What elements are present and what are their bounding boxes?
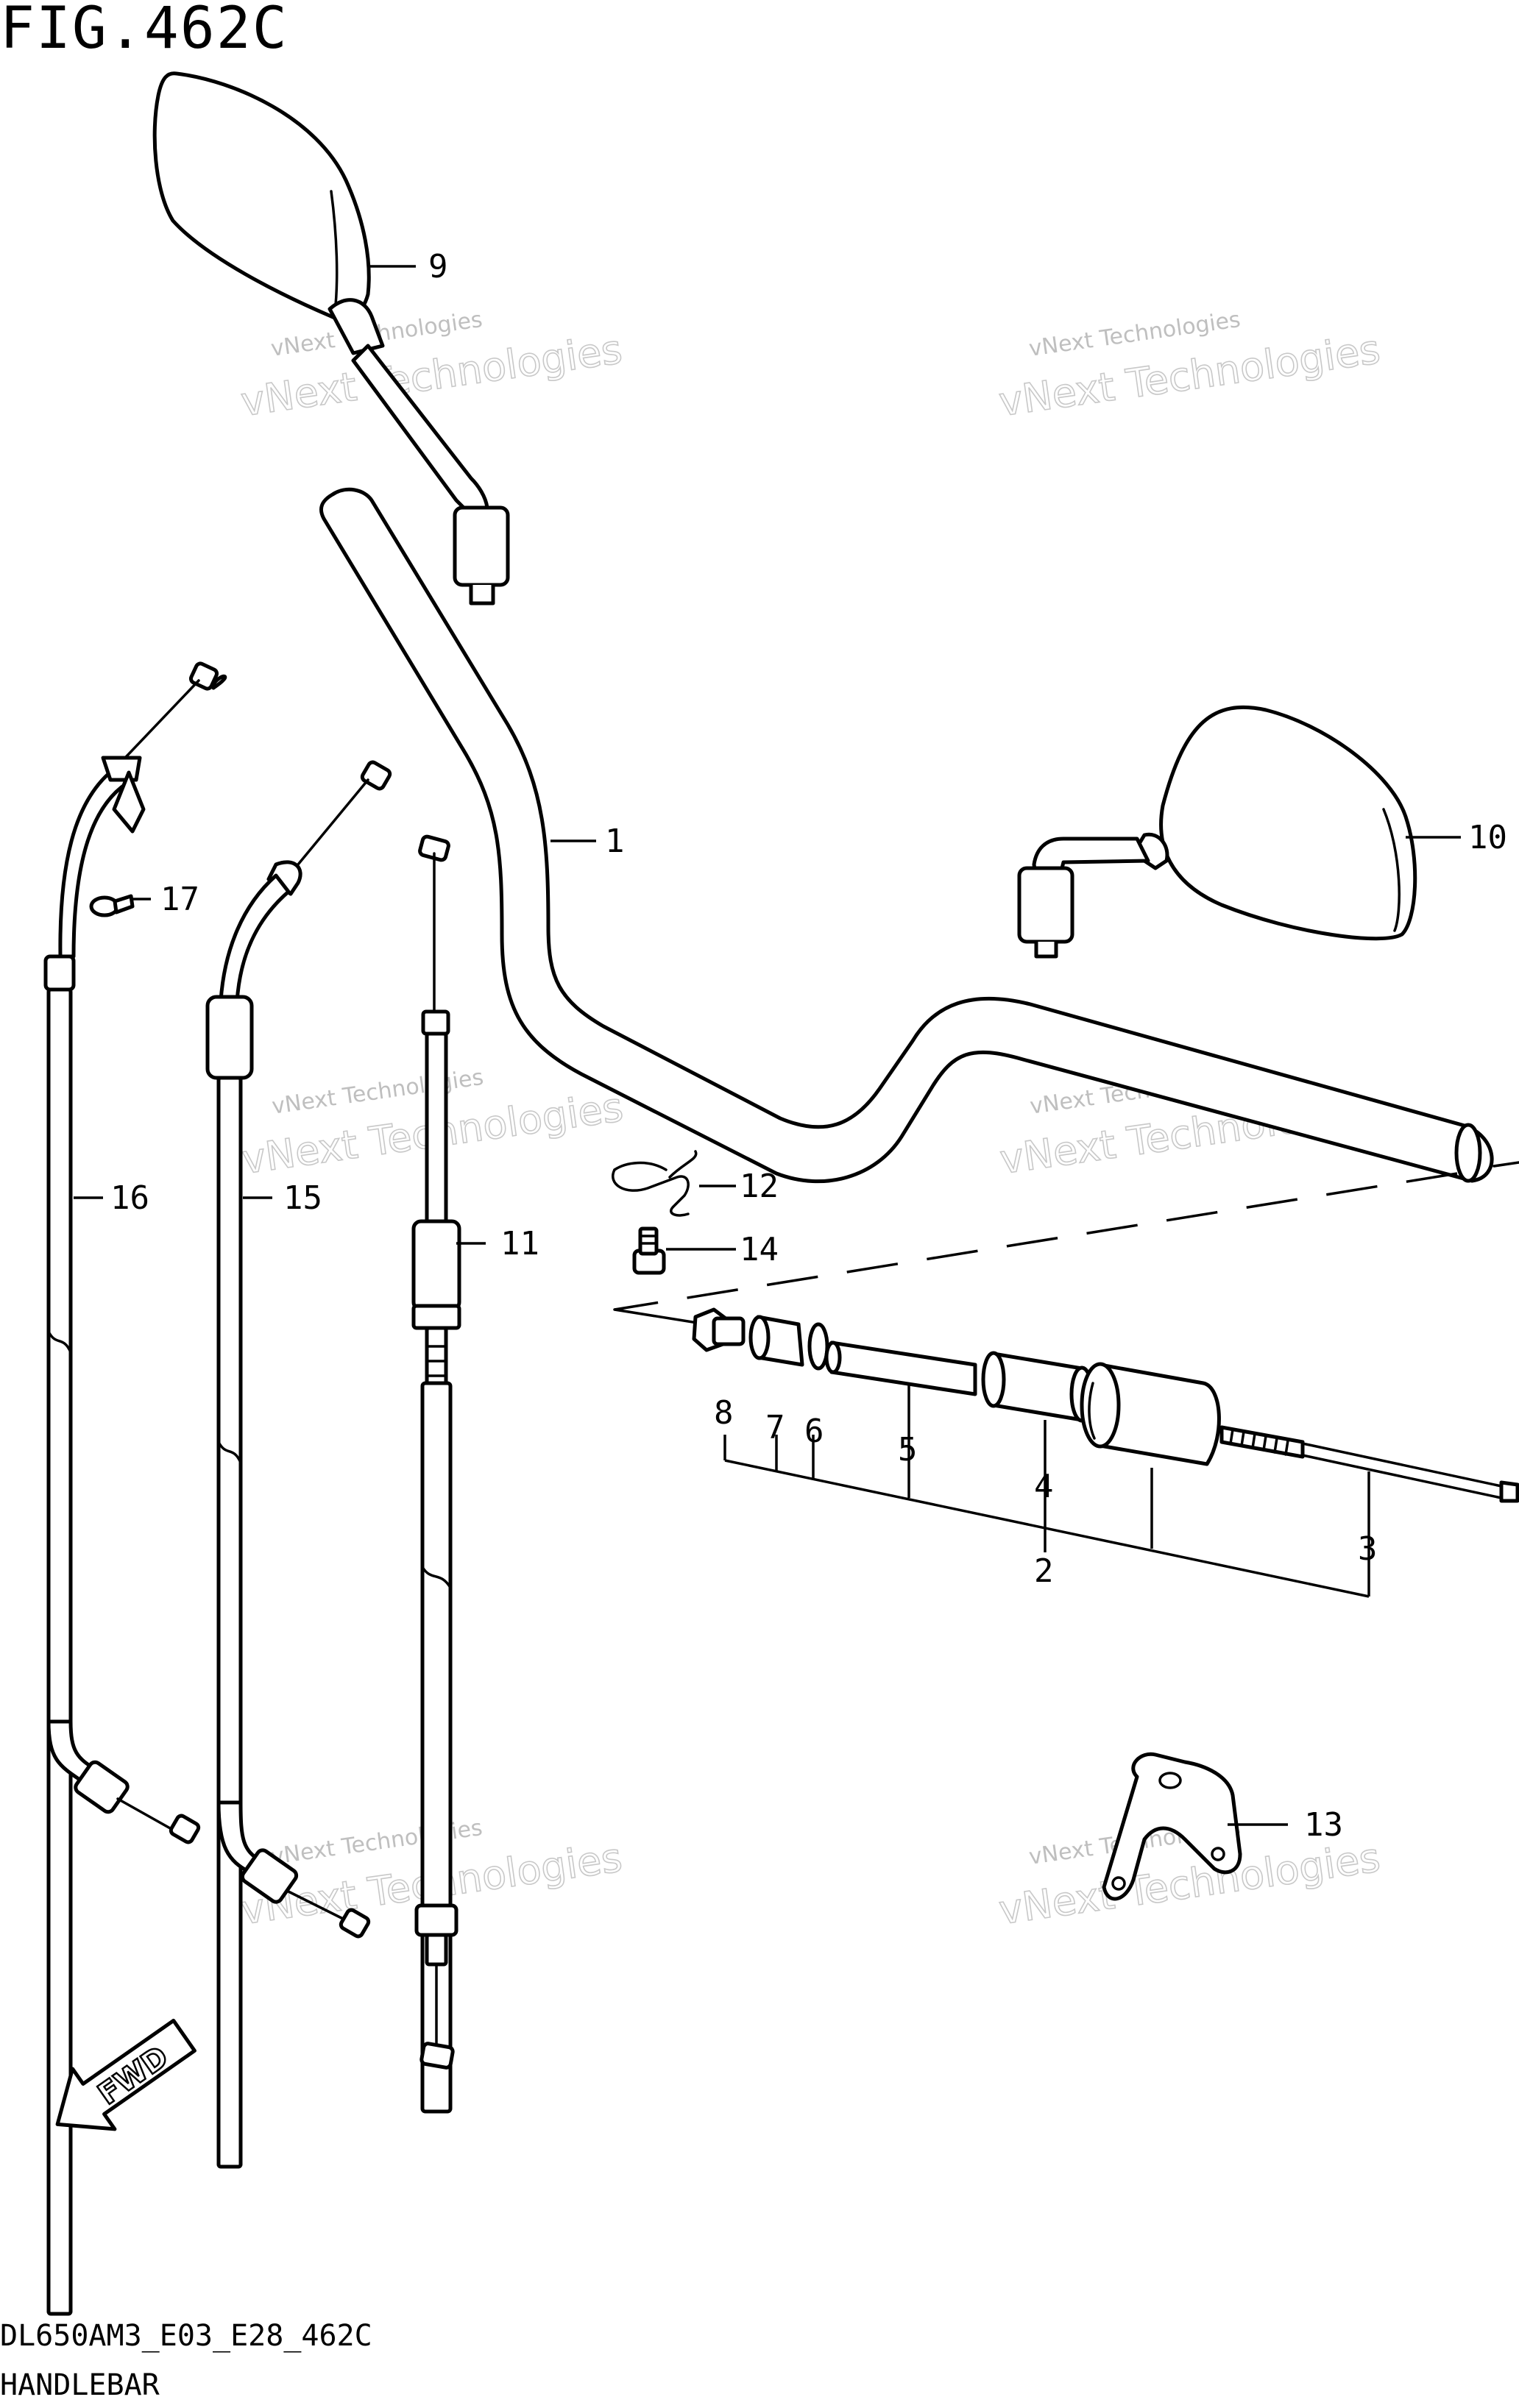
left-mirror-icon[interactable] <box>152 71 510 605</box>
screw-icon[interactable] <box>89 894 135 917</box>
callout-6[interactable]: 6 <box>804 1413 824 1450</box>
bolt-icon[interactable] <box>632 1226 666 1275</box>
cable-guide-icon[interactable] <box>1102 1752 1242 1901</box>
leader-lines <box>74 265 1461 1826</box>
callout-4[interactable]: 4 <box>1034 1468 1054 1505</box>
callout-11[interactable]: 11 <box>500 1225 539 1262</box>
right-mirror-icon[interactable] <box>1017 706 1417 959</box>
callout-5[interactable]: 5 <box>898 1431 918 1468</box>
explosion-axis <box>613 1161 1519 1326</box>
callout-16[interactable]: 16 <box>110 1179 149 1217</box>
callout-9[interactable]: 9 <box>428 248 448 285</box>
callouts: 9 1 10 12 14 11 15 16 17 8 7 6 5 4 2 3 1… <box>110 248 1507 1844</box>
nut-icon[interactable] <box>692 1307 746 1352</box>
callout-13[interactable]: 13 <box>1304 1806 1343 1844</box>
callout-2[interactable]: 2 <box>1034 1552 1054 1590</box>
balancer-assembly-icon[interactable] <box>1080 1362 1221 1466</box>
callout-7[interactable]: 7 <box>765 1409 785 1446</box>
tube-icon[interactable] <box>824 1340 977 1396</box>
washer-icon[interactable] <box>807 1322 829 1371</box>
drawing-code: DL650AM3_E03_E28_462C <box>0 2319 372 2353</box>
balancer-bolt-icon[interactable] <box>1219 1425 1519 1503</box>
clip-icon[interactable] <box>612 1150 698 1217</box>
handlebar-icon[interactable] <box>319 487 1494 1184</box>
collar-icon[interactable] <box>981 1351 1094 1423</box>
throttle-cable-pull-icon[interactable] <box>43 661 227 2316</box>
grouping-lines <box>723 1383 1370 1598</box>
callout-17[interactable]: 17 <box>160 881 199 918</box>
callout-8[interactable]: 8 <box>714 1394 734 1432</box>
throttle-cable-return-icon[interactable] <box>205 760 392 2169</box>
figure-caption: HANDLEBAR <box>0 2368 160 2402</box>
callout-3[interactable]: 3 <box>1358 1530 1378 1568</box>
callout-15[interactable]: 15 <box>283 1179 322 1217</box>
callout-10[interactable]: 10 <box>1468 819 1507 856</box>
callout-12[interactable]: 12 <box>740 1168 779 1205</box>
callout-1[interactable]: 1 <box>605 823 625 860</box>
spacer-icon[interactable] <box>748 1315 804 1367</box>
figure-title: FIG.462C <box>0 0 288 62</box>
callout-14[interactable]: 14 <box>740 1231 779 1268</box>
clutch-cable-icon[interactable] <box>411 834 461 2114</box>
